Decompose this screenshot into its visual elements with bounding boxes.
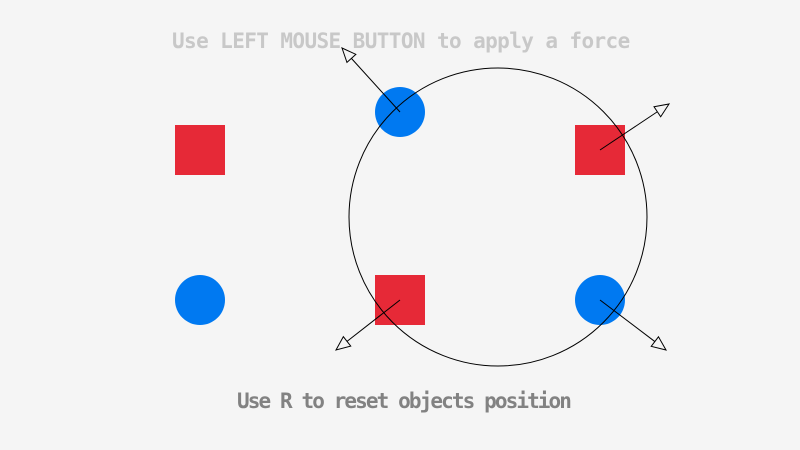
force-arrow-head-icon [650, 335, 668, 351]
force-arrow-head-icon [334, 335, 352, 351]
force-arrow-head-icon [341, 47, 357, 64]
force-arrow-line [346, 299, 401, 342]
force-field-circle [348, 67, 648, 367]
physics-box-box-top-left[interactable] [175, 125, 225, 175]
force-arrow-line [599, 299, 656, 342]
instruction-reset: Use R to reset objects position [237, 389, 572, 413]
force-arrow-line [599, 111, 658, 151]
force-arrow-line [351, 58, 401, 113]
instruction-apply-force: Use LEFT MOUSE BUTTON to apply a force [172, 29, 630, 53]
force-arrow-head-icon [653, 103, 671, 118]
physics-ball-ball-bottom-left[interactable] [175, 275, 225, 325]
